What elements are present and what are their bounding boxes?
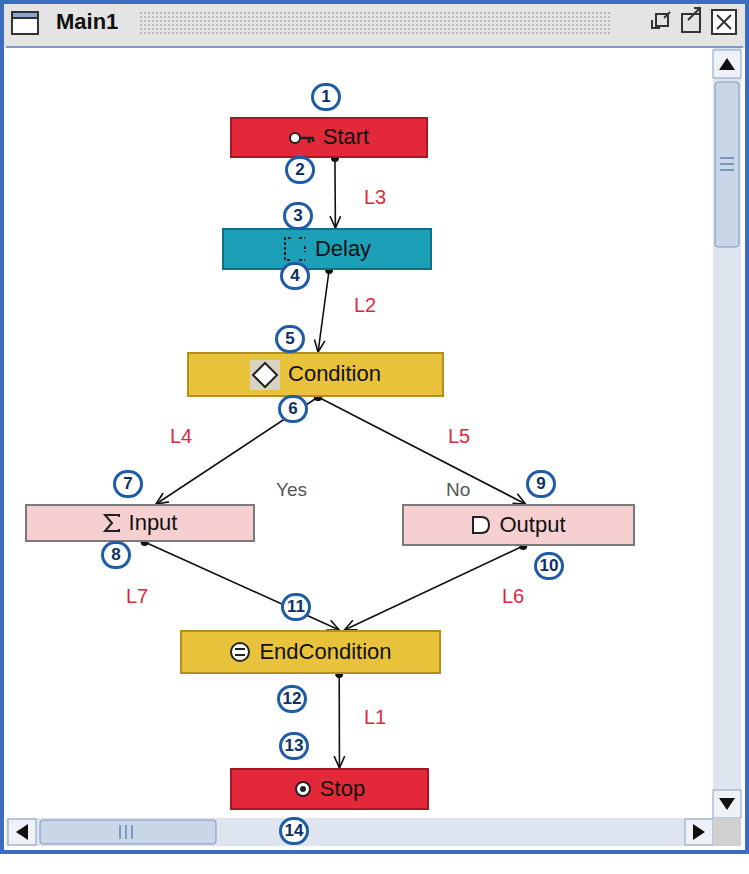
branch-label: Yes [274,480,309,501]
link-label: L5 [446,425,472,447]
block-label: Input [129,511,178,535]
link-label: L2 [352,294,378,316]
callout-number: 3 [283,202,313,230]
flow-connector [141,538,340,630]
flow-connector [344,542,527,630]
block-label: Delay [315,237,371,261]
block-icon [103,514,121,532]
callout-number: 5 [275,325,305,353]
block-label: Stop [320,777,365,801]
callout-number: 12 [277,685,308,713]
block-label: EndCondition [259,640,391,664]
callout-number: 2 [285,156,315,184]
callout-number: 6 [278,395,308,423]
link-label: L7 [124,585,150,607]
flow-connector [334,670,345,768]
output-block: Output [402,504,635,546]
branch-label: No [444,480,472,501]
callout-number: 10 [534,552,565,580]
link-label: L6 [500,585,526,607]
block-icon [229,641,251,663]
flow-connector [156,393,322,504]
block-label: Output [499,513,565,537]
endcondition-block: EndCondition [180,630,441,674]
block-icon [471,515,491,535]
callout-number: 7 [113,470,143,498]
block-label: Condition [288,362,381,386]
block-label: Start [323,125,369,149]
callout-number: 13 [279,732,310,760]
flow-connector [330,154,341,228]
block-icon [250,360,280,390]
delay-block: Delay [222,228,432,270]
start-block: Start [230,117,428,158]
flow-connector [314,393,525,504]
condition-block: Condition [187,352,444,397]
flow-connector [314,266,333,352]
callout-number: 4 [280,262,310,290]
input-block: Input [25,504,255,542]
callout-number: 9 [526,470,556,498]
link-label: L3 [362,186,388,208]
link-label: L1 [362,706,388,728]
callout-number: 14 [279,817,310,845]
callout-number: 1 [311,83,341,111]
window-title: Main1 [52,9,122,35]
callout-number: 8 [101,541,131,569]
block-icon [289,131,315,145]
block-icon [283,236,307,262]
stop-block: Stop [230,768,429,810]
link-label: L4 [168,425,194,447]
callout-number: 11 [281,593,311,621]
block-icon [294,780,312,798]
